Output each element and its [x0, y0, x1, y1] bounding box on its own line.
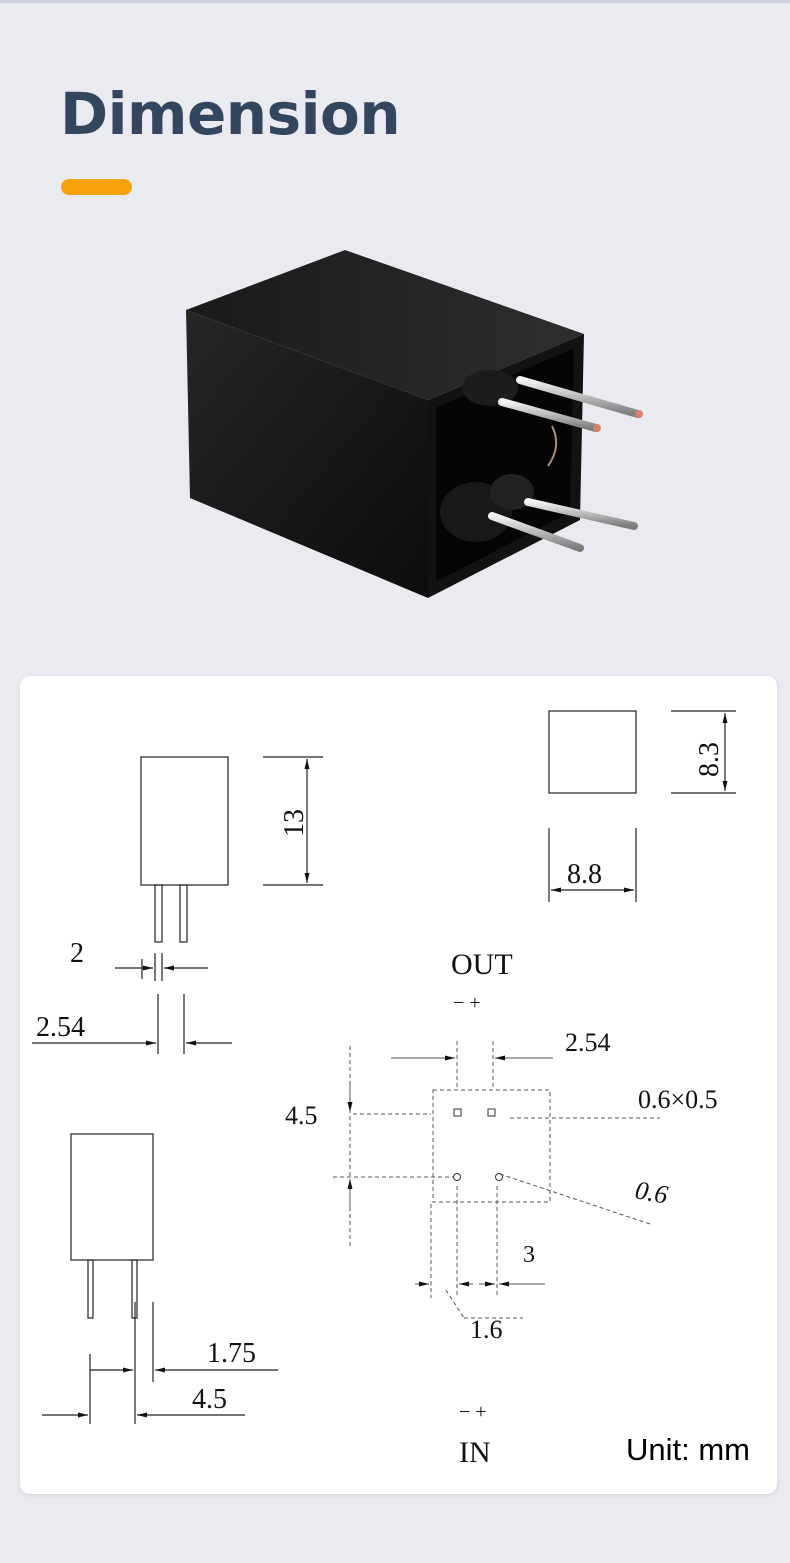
top-width-label: 8.3 [694, 742, 725, 777]
top-border [0, 0, 790, 3]
height-label: 13 [279, 809, 310, 837]
front-view [42, 1133, 278, 1424]
pcb-footprint [333, 1041, 660, 1319]
in-polarity-label: − + [459, 1401, 487, 1423]
top-view [548, 710, 736, 902]
unit-label: Unit: mm [626, 1432, 750, 1467]
side-view [32, 756, 323, 1054]
module-top-face [186, 250, 584, 400]
pin-pitch-side-label: 2.54 [36, 1012, 85, 1043]
dimension-drawing-card: 13 8.3 8.8 2 2.54 OUT − + 2.54 0.6×0.5 4… [20, 676, 777, 1494]
top-length-label: 8.8 [567, 859, 602, 890]
module-front-face [186, 310, 428, 598]
pcb-pads [453, 1108, 503, 1181]
edge-offset-label: 1.6 [470, 1315, 503, 1344]
product-photo [186, 250, 643, 598]
dimension-drawing: 13 8.3 8.8 2 2.54 OUT − + 2.54 0.6×0.5 4… [32, 710, 736, 1469]
hole-dia-label: 0.6 [633, 1175, 670, 1209]
front-width-label: 4.5 [192, 1384, 227, 1415]
row-spacing-label: 4.5 [285, 1101, 318, 1130]
title-accent-bar [61, 179, 132, 195]
module-pins [488, 376, 643, 552]
pin-offset-label: 3 [523, 1242, 535, 1268]
out-polarity-label: − + [453, 992, 481, 1014]
in-label: IN [459, 1436, 491, 1469]
pad-size-label: 0.6×0.5 [638, 1085, 718, 1114]
out-label: OUT [451, 948, 513, 981]
pin-width-label: 2 [70, 938, 84, 969]
page-title: Dimension [60, 80, 401, 148]
front-pin-offset-label: 1.75 [207, 1338, 256, 1369]
out-pitch-label: 2.54 [565, 1028, 611, 1057]
